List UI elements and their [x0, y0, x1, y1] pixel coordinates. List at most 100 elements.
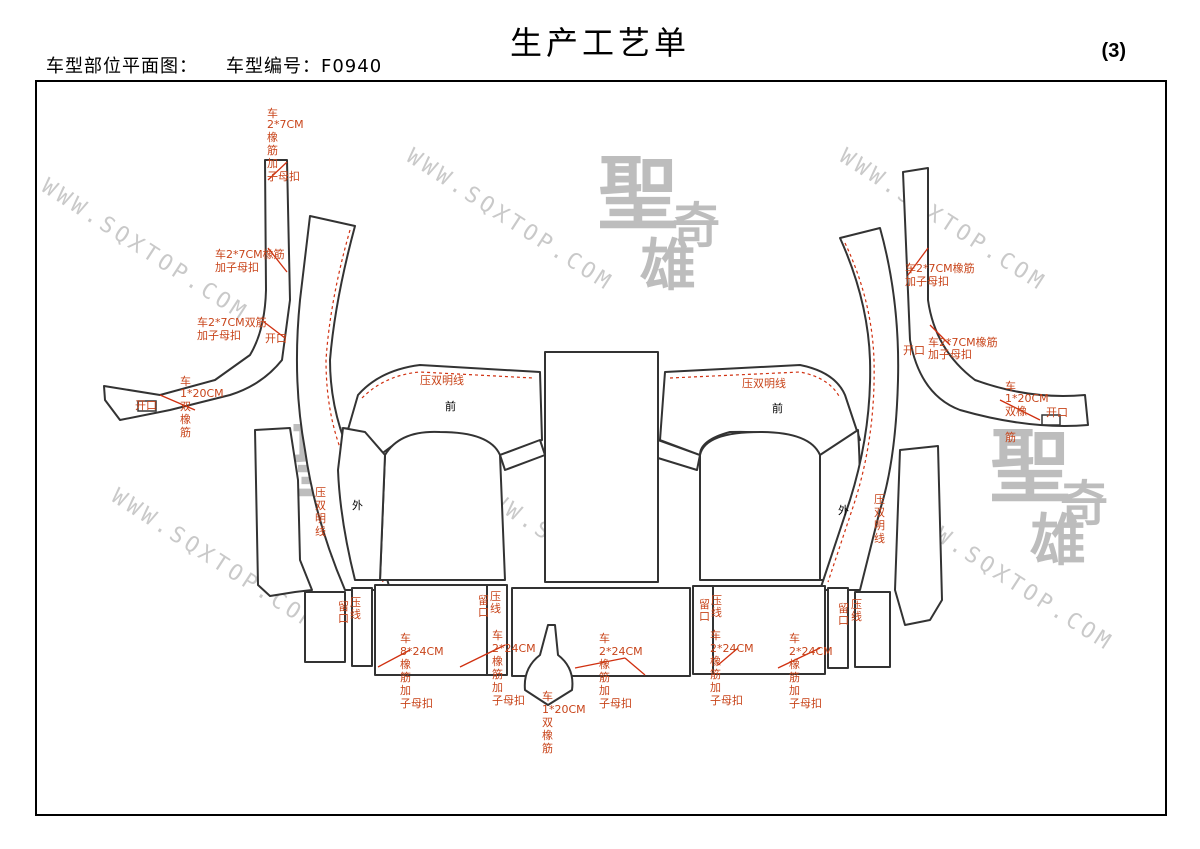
- bottom-panel-1: [374, 584, 488, 676]
- watermark-logo: 奇: [672, 198, 720, 254]
- svg-text:2*24CM: 2*24CM: [710, 642, 754, 655]
- svg-text:筋: 筋: [789, 670, 800, 684]
- left-outer-label: 外: [352, 499, 363, 512]
- svg-text:线: 线: [851, 609, 862, 623]
- bottom-strip-r2: [827, 587, 849, 669]
- svg-text:加: 加: [267, 157, 278, 170]
- bottom-strip-l2: [351, 587, 373, 667]
- right-outer-label: 外: [838, 504, 849, 517]
- svg-text:加子母扣: 加子母扣: [905, 274, 949, 288]
- center-back-panel: [544, 351, 659, 583]
- svg-text:车: 车: [1005, 379, 1016, 393]
- svg-text:车: 车: [492, 628, 503, 642]
- subtitle: 车型部位平面图：车型编号：F0940: [46, 52, 382, 78]
- svg-text:车2*7CM橡筋: 车2*7CM橡筋: [905, 261, 975, 275]
- left-curved-panel: [295, 215, 391, 591]
- left-strap-low-label: 车2*7CM双筋 加子母扣 开口: [197, 315, 287, 345]
- left-strap-top-label: 车 2*7CM 橡 筋 加 子母扣: [267, 106, 304, 183]
- svg-text:压: 压: [350, 596, 361, 609]
- watermark-logo: 奇: [1060, 476, 1108, 532]
- svg-text:橡: 橡: [789, 658, 800, 671]
- svg-text:线: 线: [874, 531, 885, 545]
- svg-text:车: 车: [789, 631, 800, 645]
- annotation-lines: [159, 161, 1041, 676]
- bottom-label-3: 车 1*20CM 双 橡 筋: [542, 689, 586, 755]
- svg-text:橡: 橡: [542, 729, 553, 742]
- bottom-strip-left: [304, 591, 346, 663]
- svg-text:筋: 筋: [400, 670, 411, 684]
- svg-text:1*20CM: 1*20CM: [542, 703, 586, 716]
- svg-text:压: 压: [315, 486, 326, 499]
- svg-text:双: 双: [180, 400, 191, 413]
- svg-text:压: 压: [711, 594, 722, 607]
- svg-text:车: 车: [710, 628, 721, 642]
- svg-text:车: 车: [542, 689, 553, 703]
- svg-text:明: 明: [874, 519, 885, 532]
- svg-text:压: 压: [874, 493, 885, 506]
- svg-text:橡: 橡: [492, 655, 503, 668]
- svg-text:口: 口: [478, 606, 489, 619]
- svg-text:橡: 橡: [180, 413, 191, 426]
- svg-text:留: 留: [338, 600, 349, 613]
- svg-text:口: 口: [699, 610, 710, 623]
- bottom-label-5: 车 2*24CM 橡 筋 加 子母扣: [710, 628, 754, 707]
- svg-text:子母扣: 子母扣: [599, 696, 632, 710]
- svg-text:车2*7CM双筋: 车2*7CM双筋: [197, 315, 267, 329]
- left-lower-panel: [254, 427, 313, 597]
- svg-text:双: 双: [542, 716, 553, 729]
- svg-text:橡: 橡: [599, 658, 610, 671]
- svg-text:筋: 筋: [267, 143, 278, 157]
- right-front-label: 前: [772, 401, 783, 415]
- svg-text:留: 留: [838, 602, 849, 615]
- page-title: 生产工艺单: [509, 24, 690, 62]
- left-arm-elastic-label: 车 1*20CM 双 橡 筋 开口: [135, 374, 224, 439]
- svg-text:车: 车: [267, 106, 278, 120]
- right-seat-panel: [699, 431, 821, 581]
- svg-text:加: 加: [710, 681, 721, 694]
- svg-text:加: 加: [400, 684, 411, 697]
- svg-text:2*24CM: 2*24CM: [492, 642, 536, 655]
- left-front-label: 前: [445, 399, 456, 413]
- watermark-logo: 聖: [990, 420, 1070, 514]
- bottom-label-6: 车 2*24CM 橡 筋 加 子母扣: [789, 631, 833, 710]
- svg-text:筋: 筋: [1005, 430, 1016, 444]
- svg-text:口: 口: [338, 612, 349, 625]
- svg-text:8*24CM: 8*24CM: [400, 645, 444, 658]
- diagram-frame: [35, 80, 1167, 816]
- svg-text:车2*7CM橡筋: 车2*7CM橡筋: [215, 247, 285, 261]
- left-bolster: [337, 427, 386, 581]
- svg-text:压: 压: [490, 590, 501, 603]
- svg-text:车: 车: [599, 631, 610, 645]
- svg-text:子母扣: 子母扣: [710, 693, 743, 707]
- svg-text:加: 加: [599, 684, 610, 697]
- svg-text:子母扣: 子母扣: [492, 693, 525, 707]
- left-vertical-press-label: 压 双 明 线: [315, 486, 326, 538]
- bottom-strip-right: [854, 591, 891, 668]
- left-seat-panel: [379, 430, 506, 581]
- watermark-url: WWW.SQXTOP.COM: [402, 144, 618, 296]
- svg-text:口: 口: [838, 614, 849, 627]
- right-press-line-label: 压双明线: [742, 376, 786, 390]
- watermark-logo: 雄: [640, 233, 696, 299]
- svg-text:车2*7CM橡筋: 车2*7CM橡筋: [928, 335, 998, 349]
- svg-text:筋: 筋: [710, 667, 721, 681]
- svg-text:留: 留: [699, 598, 710, 611]
- left-strap-mid-label: 车2*7CM橡筋 加子母扣: [215, 247, 285, 274]
- svg-text:子母扣: 子母扣: [789, 696, 822, 710]
- watermark-logo: 雄: [1030, 508, 1086, 574]
- right-arm-elastic-label: 车 1*20CM 双橡 筋 开口: [1005, 379, 1068, 444]
- left-slit: [137, 400, 157, 412]
- bottom-panel-5: [712, 585, 826, 675]
- svg-text:1*20CM: 1*20CM: [1005, 392, 1049, 405]
- svg-text:橡: 橡: [710, 655, 721, 668]
- right-vertical-press-label: 压 双 明 线: [874, 493, 885, 545]
- svg-text:筋: 筋: [180, 425, 191, 439]
- svg-text:子母扣: 子母扣: [267, 169, 300, 183]
- svg-text:筋: 筋: [542, 741, 553, 755]
- bottom-label-4: 车 2*24CM 橡 筋 加 子母扣: [599, 631, 643, 710]
- bottom-fan-piece: [523, 624, 574, 706]
- svg-text:双: 双: [874, 506, 885, 519]
- bottom-label-1: 车 8*24CM 橡 筋 加 子母扣: [400, 631, 444, 710]
- svg-text:线: 线: [490, 601, 501, 615]
